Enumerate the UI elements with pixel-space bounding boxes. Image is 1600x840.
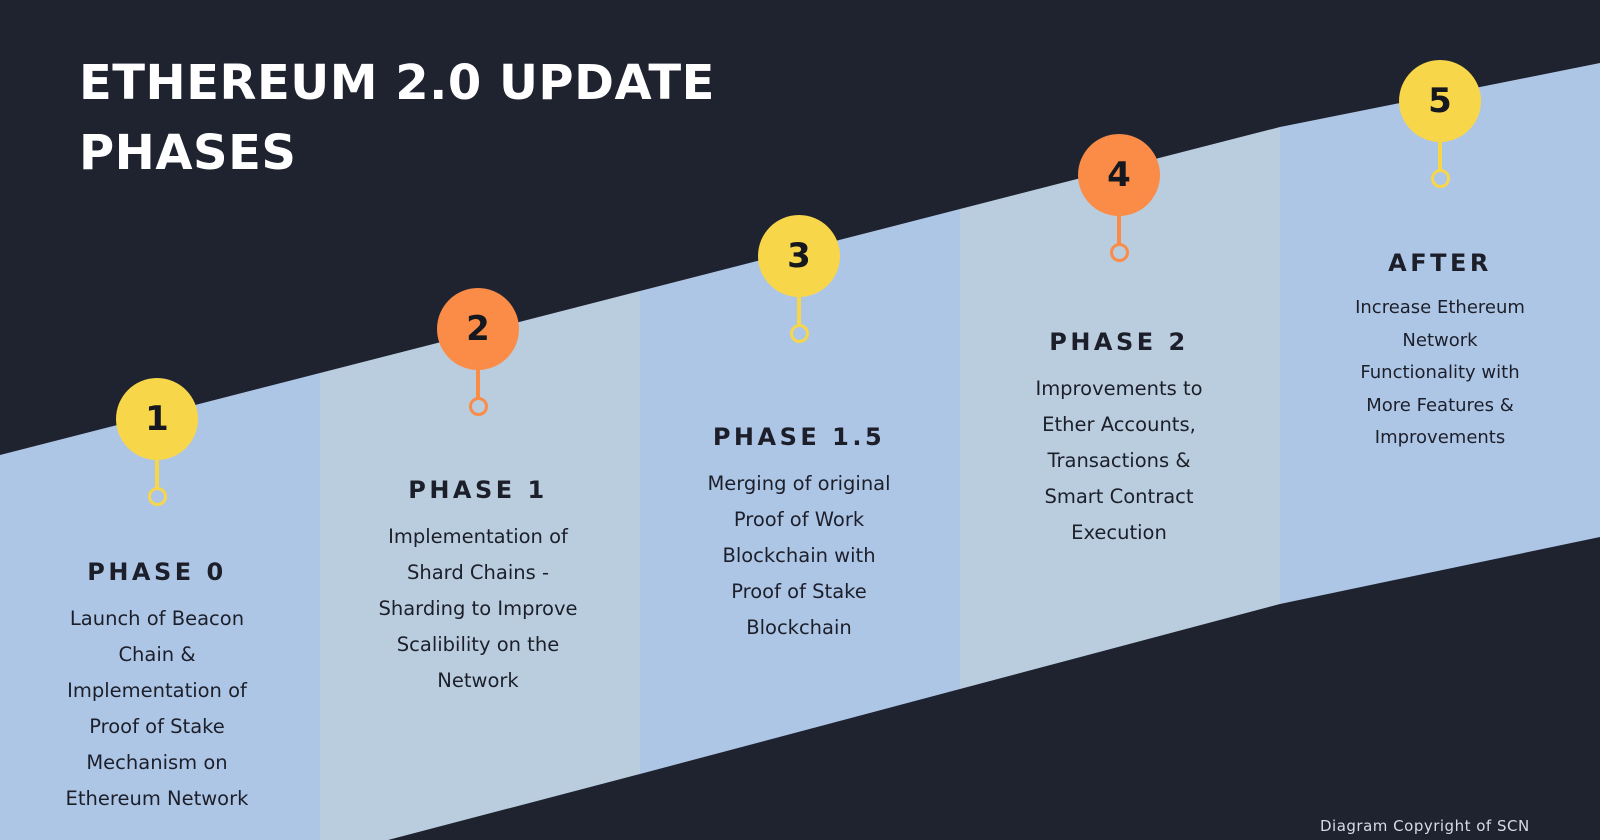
phase-description: Merging of original Proof of Work Blockc… <box>644 466 954 646</box>
band-column-4 <box>960 127 1280 689</box>
phase-block-3: PHASE 2 Improvements to Ether Accounts, … <box>964 327 1274 551</box>
band-column-3 <box>640 209 960 774</box>
desc-line: Blockchain <box>746 616 852 639</box>
desc-line: Increase Ethereum <box>1355 297 1525 318</box>
phase-heading: PHASE 2 <box>1049 328 1189 356</box>
title-line-1: ETHEREUM 2.0 UPDATE <box>79 55 715 111</box>
phase-description: Launch of Beacon Chain & Implementation … <box>2 601 312 817</box>
phase-marker-3: 3 <box>758 215 840 345</box>
phase-description: Implementation of Shard Chains - Shardin… <box>323 519 633 699</box>
desc-line: Improvements <box>1374 427 1506 448</box>
desc-line: Implementation of <box>388 525 568 548</box>
phase-heading: PHASE 0 <box>87 558 227 586</box>
desc-line: Ethereum Network <box>65 787 249 810</box>
phase-block-1: PHASE 1 Implementation of Shard Chains -… <box>323 475 633 699</box>
desc-line: Mechanism on <box>86 751 228 774</box>
desc-line: Shard Chains - <box>406 561 550 584</box>
band-column-5 <box>1280 63 1600 604</box>
desc-line: Proof of Work <box>733 508 865 531</box>
phase-marker-1: 1 <box>116 378 198 508</box>
marker-stem <box>797 295 801 327</box>
desc-line: Transactions & <box>1047 449 1191 472</box>
desc-line: Smart Contract <box>1044 485 1194 508</box>
phase-number-circle: 1 <box>116 378 198 460</box>
phase-number-circle: 4 <box>1078 134 1160 216</box>
desc-line: Chain & <box>118 643 196 666</box>
phase-marker-2: 2 <box>437 288 519 418</box>
desc-line: Merging of original <box>707 472 891 495</box>
marker-ring <box>469 397 488 416</box>
marker-stem <box>476 368 480 400</box>
desc-line: Blockchain with <box>722 544 876 567</box>
phase-block-4: AFTER Increase Ethereum Network Function… <box>1285 248 1595 455</box>
desc-line: Launch of Beacon <box>69 607 245 630</box>
desc-line: More Features & <box>1366 394 1514 416</box>
desc-line: Ether Accounts, <box>1042 413 1196 436</box>
phase-description: Increase Ethereum Network Functionality … <box>1285 292 1595 455</box>
phase-marker-4: 4 <box>1078 134 1160 264</box>
desc-line: Scalibility on the <box>396 633 560 656</box>
marker-stem <box>155 458 159 490</box>
marker-stem <box>1438 140 1442 172</box>
desc-line: Network <box>1402 329 1478 351</box>
marker-ring <box>790 324 809 343</box>
desc-line: Execution <box>1071 521 1167 544</box>
phase-heading: PHASE 1.5 <box>712 423 886 451</box>
phase-block-0: PHASE 0 Launch of Beacon Chain & Impleme… <box>2 557 312 817</box>
band-column-2 <box>320 291 640 840</box>
phase-heading: PHASE 1 <box>408 476 548 504</box>
desc-line: Improvements to <box>1035 377 1203 400</box>
phase-marker-5: 5 <box>1399 60 1481 190</box>
marker-ring <box>148 487 167 506</box>
phase-heading: AFTER <box>1388 249 1492 277</box>
phase-number-circle: 3 <box>758 215 840 297</box>
marker-ring <box>1431 169 1450 188</box>
desc-line: Implementation of <box>67 679 247 702</box>
desc-line: Proof of Stake <box>731 580 867 603</box>
page-title: ETHEREUM 2.0 UPDATE PHASES <box>79 48 779 188</box>
phase-number-circle: 2 <box>437 288 519 370</box>
title-line-2: PHASES <box>79 125 297 181</box>
desc-line: Proof of Stake <box>89 715 225 738</box>
marker-ring <box>1110 243 1129 262</box>
phase-description: Improvements to Ether Accounts, Transact… <box>964 371 1274 551</box>
marker-stem <box>1117 214 1121 246</box>
desc-line: Functionality with <box>1360 362 1520 383</box>
desc-line: Network <box>437 669 519 692</box>
desc-line: Sharding to Improve <box>378 597 578 620</box>
band-column-1 <box>0 373 320 840</box>
phase-block-2: PHASE 1.5 Merging of original Proof of W… <box>644 422 954 646</box>
copyright-note: Diagram Copyright of SCN <box>1320 817 1530 835</box>
phase-number-circle: 5 <box>1399 60 1481 142</box>
